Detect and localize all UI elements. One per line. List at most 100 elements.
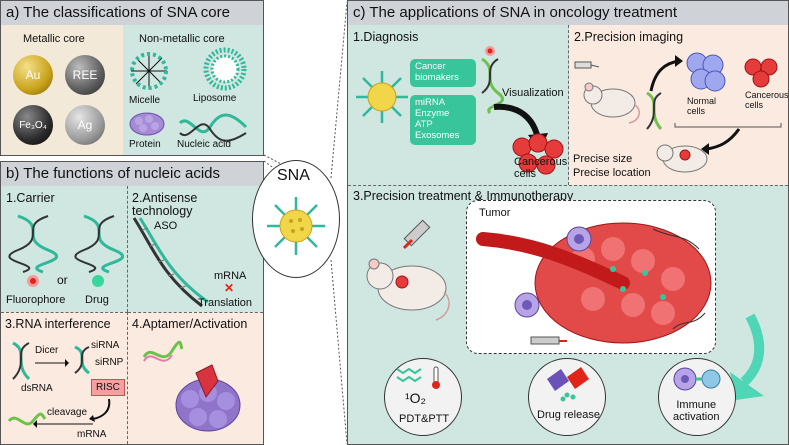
dsrna-icon [12,341,31,381]
aptamer-title: 4.Aptamer/Activation [132,317,248,331]
nonmetallic-core-label: Non-metallic core [139,33,225,45]
drug-release-circle: Drug release [528,358,606,436]
risc-box: RISC [91,379,125,396]
or-label: or [57,273,68,287]
capsule-icon [547,367,589,402]
normal-cells-icon [686,52,726,92]
dsrna-label: dsRNA [21,383,53,394]
protein-icon [129,112,165,136]
mrna-fragment-icon [7,412,47,426]
panel-b-title: b) The functions of nucleic acids [1,162,263,187]
aso-label: ASO [154,220,178,232]
antisense-section: 2.Antisense technology ASO mRNA ✕ Transl… [128,186,263,312]
antisense-mrna-label: mRNA [214,270,247,282]
imaging-section: 2.Precision imaging Normal cells Cancero… [569,25,789,185]
translation-label: Translation [198,297,253,309]
aptamer-icon [142,340,184,362]
tumor-mass-icon [476,222,712,344]
normal-cells-label: Normal cells [687,96,717,117]
visualization-label: Visualization [502,87,564,99]
singlet-oxygen-label: ¹O₂ [405,390,426,406]
normal-cells-text: Normal cells [687,96,717,116]
syringe-icon [574,61,600,69]
immune-activation-label: Immune activation [673,399,719,423]
drug-label: Drug [85,294,109,306]
sirna-label: siRNA [91,340,120,351]
sirnp-label: siRNP [95,357,124,368]
pdt-ptt-label: PDT&PTT [399,413,450,425]
sna-center-label: SNA [277,167,310,184]
risc-label: RISC [96,382,120,393]
imaging-cancer-cells-icon [744,58,778,88]
immune-activation-icon [673,367,721,391]
ree-label: REE [72,68,98,82]
treatment-section: 3.Precision treatment & Immunotherapy Tu… [348,185,788,444]
metallic-core-label: Metallic core [23,33,85,45]
panel-a-title: a) The classifications of SNA core [1,1,263,26]
panel-c-oncology-applications: c) The applications of SNA in oncology t… [347,0,789,445]
immune-cell-left-icon [514,292,540,318]
panel-b-nucleic-acid-functions: b) The functions of nucleic acids 1.Carr… [0,161,264,445]
liposome-label: Liposome [193,93,237,104]
precise-size-label: Precise size [573,153,633,165]
nucleic-acid-label: Nucleic acid [177,139,231,150]
panel-a-core-classification: a) The classifications of SNA core Metal… [0,0,264,156]
carrier-helix-right-icon [74,214,124,274]
tumor-label: Tumor [479,207,511,219]
diagnosis-cancerous-label: Cancerous cells [514,156,568,180]
antisense-title: 2.Antisense technology [132,191,198,219]
fe3o4-core-sphere: Fe₃O₄ [13,105,53,145]
au-core-sphere: Au [13,55,53,95]
drug-release-label: Drug release [537,409,600,421]
treatment-mouse-icon [366,258,450,321]
sna-center-circle: SNA [252,160,340,278]
biomarkers-text: Cancer biomakers [415,61,459,83]
heat-waves-icon [396,367,422,383]
sna-particle-icon [267,197,325,255]
imaging-arrow-up-icon [649,55,683,92]
curved-green-arrow-icon [730,313,765,400]
imaging-helix-icon [646,91,663,130]
cancer-cells-cluster-icon [512,133,564,175]
precise-location-label: Precise location [573,167,651,179]
carrier-title: 1.Carrier [6,191,55,205]
dicer-label: Dicer [35,345,59,356]
micelle-icon [130,52,168,90]
imaging-cancerous-label: Cancerous cells [745,90,789,111]
au-label: Au [25,68,41,82]
ree-core-sphere: REE [65,55,105,95]
immune-cell-top-icon [566,226,592,252]
imaging-arrow-down-icon [701,128,741,155]
drug-icon [92,275,104,287]
aptamer-section: 4.Aptamer/Activation [128,312,263,444]
protein-label: Protein [129,139,161,150]
antisense-title-text: 2.Antisense technology [132,191,198,219]
metallic-core-section: Metallic core Au REE Fe₃O₄ Ag [1,25,123,155]
cleavage-label: cleavage [47,407,88,418]
fe3o4-label: Fe₃O₄ [19,119,47,131]
ag-core-sphere: Ag [65,105,105,145]
biomarkers-box: Cancer biomakers [410,59,476,87]
rnai-mrna-label: mRNA [77,429,107,440]
targets-text: miRNA Enzyme ATP Exosomes [415,97,460,141]
diagnosis-cancerous-text: Cancerous cells [514,156,568,180]
sirna-icon [74,345,90,375]
tumor-dashed-box: Tumor [466,200,716,354]
thermometer-icon [432,366,440,389]
laser-device-icon [402,219,431,250]
diagnosis-sna-icon [356,71,408,123]
block-x-icon: ✕ [224,281,235,295]
micelle-label: Micelle [129,95,161,106]
dicer-arrow-icon [35,359,69,367]
fluorophore-icon [27,275,39,287]
liposome-icon [203,47,247,91]
detection-helix-icon [481,46,504,115]
rnai-section: 3.RNA interference dsRNA Dicer siRNA siR… [1,312,128,444]
nucleic-acid-icon [178,113,248,142]
nonmetallic-core-section: Non-metallic core Micelle Liposome Prote… [123,25,263,155]
target-protein-icon [175,364,241,432]
diagnosis-section: 1.Diagnosis Cancer biomakers miRNA Enzym… [348,25,569,185]
aso-strand-icon [132,217,209,308]
diagnosis-title: 1.Diagnosis [353,30,419,44]
panel-c-title: c) The applications of SNA in oncology t… [348,1,788,26]
